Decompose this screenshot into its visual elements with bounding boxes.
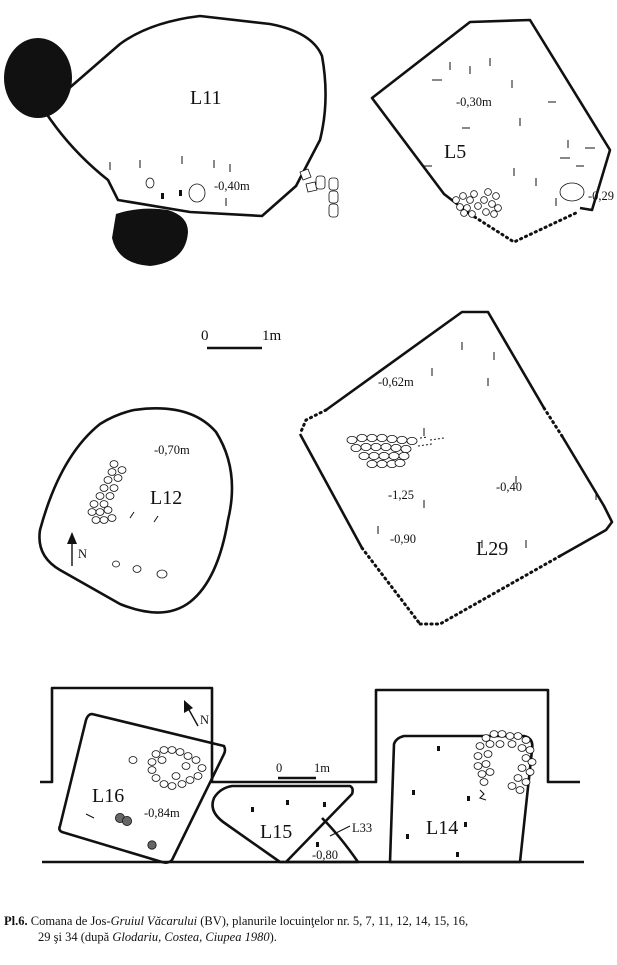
caption-site-name: Gruiul Văcarului bbox=[110, 914, 198, 928]
stone-cluster-l29 bbox=[346, 433, 445, 468]
dwelling-l15-plan: L15 L33 -0,80 bbox=[211, 784, 372, 864]
label-l33: L33 bbox=[352, 821, 372, 835]
label-l14: L14 bbox=[426, 817, 458, 839]
depth-l5-right: -0,29 bbox=[588, 189, 614, 203]
pit-l11-west bbox=[4, 38, 72, 118]
label-l16: L16 bbox=[92, 785, 124, 807]
dwelling-l11-plan: L11 -0,40m bbox=[4, 14, 327, 266]
dwelling-l12-plan: N L12 -0,70m bbox=[38, 407, 234, 614]
caption-text-4: ). bbox=[269, 930, 277, 944]
depth-l11: -0,40m bbox=[214, 179, 250, 193]
caption-text-3: 29 şi 34 (după bbox=[38, 930, 113, 944]
depth-l5-top: -0,30m bbox=[456, 95, 492, 109]
depth-l29-low: -0,90 bbox=[390, 532, 416, 546]
label-l5: L5 bbox=[444, 141, 466, 163]
depth-l12: -0,70m bbox=[154, 443, 190, 457]
dwelling-l16-plan: L16 -0,84m bbox=[58, 712, 227, 864]
north-arrow-l12: N bbox=[67, 532, 87, 566]
stone-cluster-l5 bbox=[452, 188, 502, 218]
stone-cluster-l14 bbox=[473, 730, 537, 794]
pit-l11-south bbox=[112, 208, 188, 266]
caption-plate-number: Pl.6. bbox=[4, 914, 28, 928]
label-l12: L12 bbox=[150, 487, 182, 509]
caption-text-1: Comana de Jos- bbox=[27, 914, 111, 928]
caption-text-2: (BV), planurile locuinţelor nr. 5, 7, 11… bbox=[197, 914, 469, 928]
caption-source: Glodariu, Costea, Ciupea 1980 bbox=[112, 930, 270, 944]
depth-l29-mid: -1,25 bbox=[388, 488, 414, 502]
label-l11: L11 bbox=[190, 87, 221, 109]
dwelling-l14-plan: L14 bbox=[388, 730, 537, 864]
label-l29: L29 bbox=[476, 538, 508, 560]
depth-l29-right: -0,40 bbox=[496, 480, 522, 494]
stone-cluster-l16 bbox=[147, 746, 207, 790]
scale-bottom-zero: 0 bbox=[276, 761, 282, 775]
north-label-l12: N bbox=[78, 547, 87, 561]
north-label-bottom: N bbox=[200, 713, 209, 727]
north-arrow-bottom: N bbox=[184, 700, 209, 727]
scale-bottom-unit: 1m bbox=[314, 761, 330, 775]
dwelling-l5-plan: L5 -0,30m -0,29 bbox=[370, 18, 614, 244]
scale-top-zero: 0 bbox=[201, 328, 209, 344]
archaeological-plan-plate: L11 -0,40m bbox=[4, 14, 614, 864]
figure-caption: Pl.6. Comana de Jos-Gruiul Văcarului (BV… bbox=[4, 913, 616, 945]
scale-bar-top: 0 1m bbox=[201, 328, 282, 350]
scale-top-unit: 1m bbox=[262, 328, 282, 344]
scale-bar-bottom: 0 1m bbox=[276, 761, 330, 780]
depth-l33: -0,80 bbox=[312, 848, 338, 862]
depth-l29-top: -0,62m bbox=[378, 375, 414, 389]
dwelling-l29-plan: L29 -0,62m -1,25 -0,40 -0,90 bbox=[298, 310, 614, 626]
label-l15: L15 bbox=[260, 821, 292, 843]
depth-l16: -0,84m bbox=[144, 806, 180, 820]
dwelling-l7-stones bbox=[299, 168, 339, 218]
stone-cluster-l12 bbox=[87, 460, 127, 524]
